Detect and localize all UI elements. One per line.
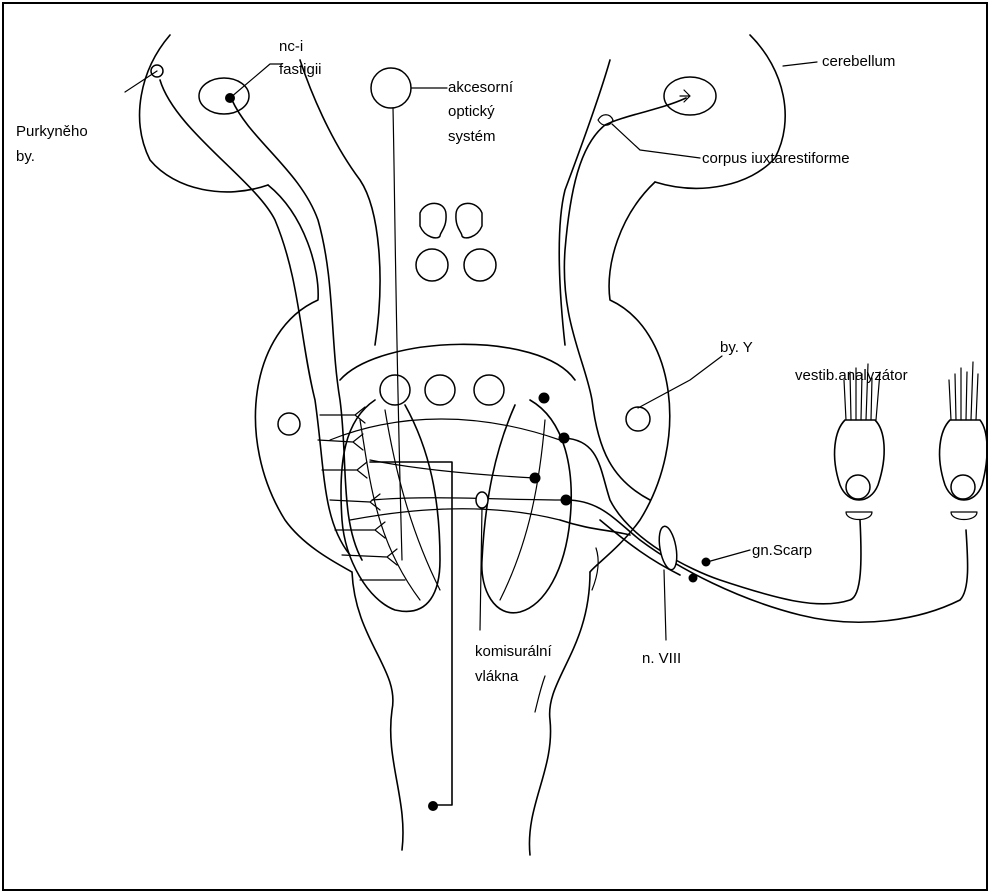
vestibular-nerve [560,438,968,622]
hair-cell-left [835,364,885,520]
fastigial-nucleus [199,78,249,114]
accessory-optic-nucleus [371,68,411,108]
label-commissural-fibers: komisurální vlákna [475,643,553,685]
svg-text:Purkyněho: Purkyněho [16,123,88,140]
hair-cell-right [940,362,988,520]
left-vestibular-complex [318,400,440,611]
label-corpus-iuxtarestiforme: corpus iuxtarestiforme [702,150,850,167]
label-by-y: by. Y [720,339,753,356]
brainstem-outline [140,35,786,855]
label-gn-scarp: gn.Scarp [752,542,812,559]
commissural-fibers [330,419,566,520]
purkinje-tract [151,65,362,560]
label-n-viii: n. VIII [642,650,681,667]
central-nuclei-cluster [416,203,496,281]
label-purkinje-fiber: Purkyněho by. [16,123,88,165]
right-cerebellar-nucleus [664,77,716,115]
label-cerebellum: cerebellum [822,53,895,70]
right-vestibular-complex [482,393,572,613]
svg-text:komisurální: komisurální [475,643,553,660]
svg-text:systém: systém [448,128,496,145]
svg-text:vlákna: vlákna [475,668,519,685]
label-vestib-analyzator: vestib.analyzátor [795,367,908,384]
leader-lines [125,62,817,640]
svg-text:akcesorní: akcesorní [448,79,514,96]
label-accessory-optic-system: akcesorní optický systém [448,79,514,145]
svg-text:nc-i: nc-i [279,38,303,55]
svg-text:by.: by. [16,148,35,165]
svg-text:optický: optický [448,103,495,120]
optic-fiber [393,108,402,560]
label-fastigial-nuclei: nc-i fastigii [279,38,322,78]
svg-text:fastigii: fastigii [279,61,322,78]
